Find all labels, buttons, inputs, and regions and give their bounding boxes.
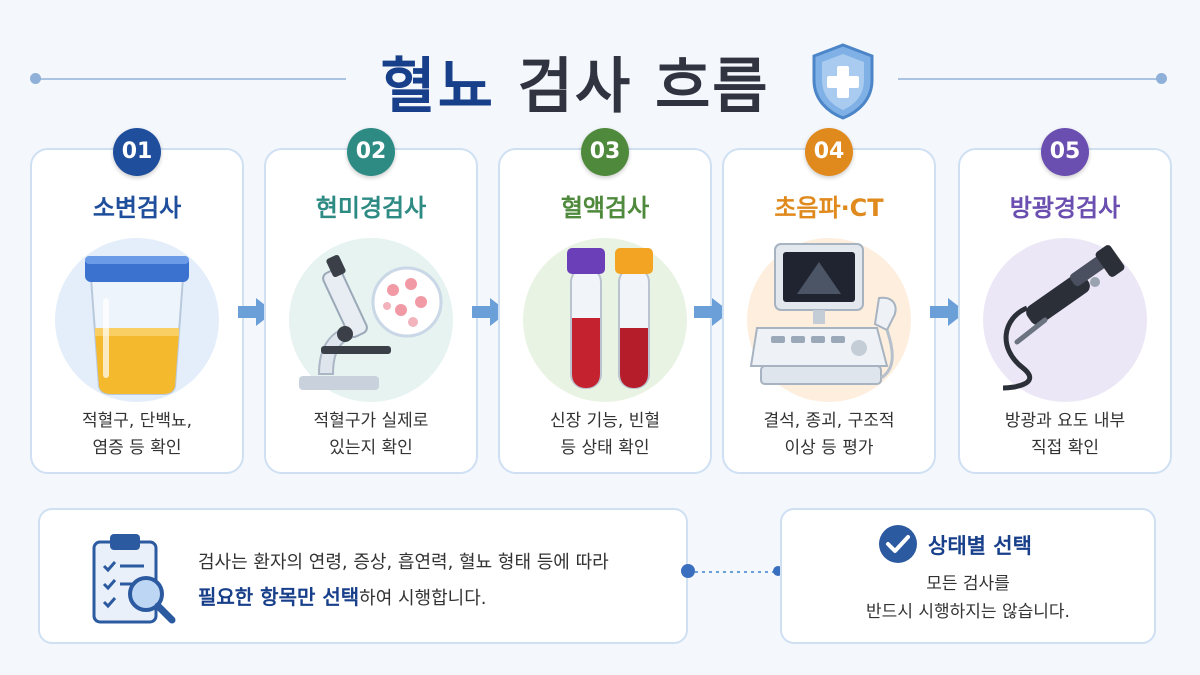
step-title: 현미경검사: [315, 194, 427, 222]
title-divider-right: [898, 78, 1162, 80]
side-description-line1: 모든 검사를: [926, 574, 1010, 594]
flow-arrow-icon: [694, 298, 730, 326]
blood-tubes-icon: [523, 238, 687, 402]
step-description-line1: 적혈구, 단백뇨,: [81, 411, 193, 431]
connector-dot-left: [681, 564, 695, 578]
flow-arrow-icon: [930, 298, 966, 326]
step-description-line2: 염증 등 확인: [92, 438, 182, 458]
microscope-icon: [289, 238, 453, 402]
step-card-microscopy: 02 현미경검사 적혈구가 실제로 있는지 확인: [264, 128, 478, 474]
step-description-line2: 등 상태 확인: [560, 438, 650, 458]
cystoscope-icon: [983, 238, 1147, 402]
step-number-badge: 04: [805, 128, 853, 176]
side-title: 상태별 선택: [928, 534, 1032, 558]
step-title: 소변검사: [92, 194, 182, 222]
step-description-line1: 신장 기능, 빈혈: [549, 411, 661, 431]
title-divider-dot-left: [30, 73, 41, 84]
note-line2: 필요한 항목만 선택하여 시행합니다.: [198, 580, 609, 616]
step-description: 적혈구가 실제로 있는지 확인: [266, 408, 476, 462]
title-row: 혈뇨 검사 흐름: [0, 18, 1200, 122]
selection-note-box: 검사는 환자의 연령, 증상, 흡연력, 혈뇨 형태 등에 따라 필요한 항목만…: [38, 508, 688, 644]
step-card-urine-test: 01 소변검사 적혈구, 단백뇨, 염증 등 확인: [30, 128, 244, 474]
step-card-blood-test: 03 혈액검사 신장 기능, 빈혈 등 상태 확인: [498, 128, 712, 474]
step-description: 결석, 종괴, 구조적 이상 등 평가: [724, 408, 934, 462]
selection-by-condition-box: 상태별 선택 모든 검사를 반드시 시행하지는 않습니다.: [780, 508, 1156, 644]
title-divider-left: [36, 78, 346, 80]
shield-cross-icon: [812, 43, 874, 120]
step-number-badge: 01: [113, 128, 161, 176]
step-description: 적혈구, 단백뇨, 염증 등 확인: [32, 408, 242, 462]
step-description-line2: 이상 등 평가: [784, 438, 874, 458]
note-line1: 검사는 환자의 연령, 증상, 흡연력, 혈뇨 형태 등에 따라: [198, 552, 609, 573]
step-description-line1: 적혈구가 실제로: [313, 411, 429, 431]
step-number-badge: 03: [581, 128, 629, 176]
step-description-line2: 있는지 확인: [329, 438, 413, 458]
step-number-badge: 05: [1041, 128, 1089, 176]
side-description-line2: 반드시 시행하지는 않습니다.: [866, 602, 1070, 622]
ultrasound-machine-icon: [747, 238, 911, 402]
title-rest: 검사 흐름: [517, 52, 770, 122]
page-title: 혈뇨 검사 흐름: [360, 38, 790, 125]
connector-dot-right: [773, 566, 783, 576]
step-description: 신장 기능, 빈혈 등 상태 확인: [500, 408, 710, 462]
step-description-line2: 직접 확인: [1031, 438, 1099, 458]
clipboard-magnifier-icon: [92, 534, 176, 624]
title-divider-dot-right: [1156, 73, 1167, 84]
step-number-badge: 02: [347, 128, 395, 176]
step-card-cystoscopy: 05 방광경검사 방광과 요도 내부 직접 확인: [958, 128, 1172, 474]
title-highlight: 혈뇨: [380, 52, 495, 122]
side-description: 모든 검사를 반드시 시행하지는 않습니다.: [782, 570, 1154, 626]
step-title: 초음파·CT: [774, 194, 884, 222]
note-text: 검사는 환자의 연령, 증상, 흡연력, 혈뇨 형태 등에 따라 필요한 항목만…: [198, 546, 609, 616]
check-circle-icon: [879, 525, 917, 563]
dotted-connector: [688, 571, 780, 573]
step-description-line1: 방광과 요도 내부: [1004, 411, 1126, 431]
step-description-line1: 결석, 종괴, 구조적: [763, 411, 895, 431]
step-card-ultrasound-ct: 04 초음파·CT 결석, 종괴, 구조적 이상 등 평가: [722, 128, 936, 474]
note-highlight: 필요한 항목만 선택: [198, 585, 360, 609]
note-line2-rest: 하여 시행합니다.: [359, 588, 487, 609]
step-description: 방광과 요도 내부 직접 확인: [960, 408, 1170, 462]
urine-cup-icon: [55, 238, 219, 402]
step-title: 혈액검사: [560, 194, 650, 222]
step-title: 방광경검사: [1009, 194, 1121, 222]
